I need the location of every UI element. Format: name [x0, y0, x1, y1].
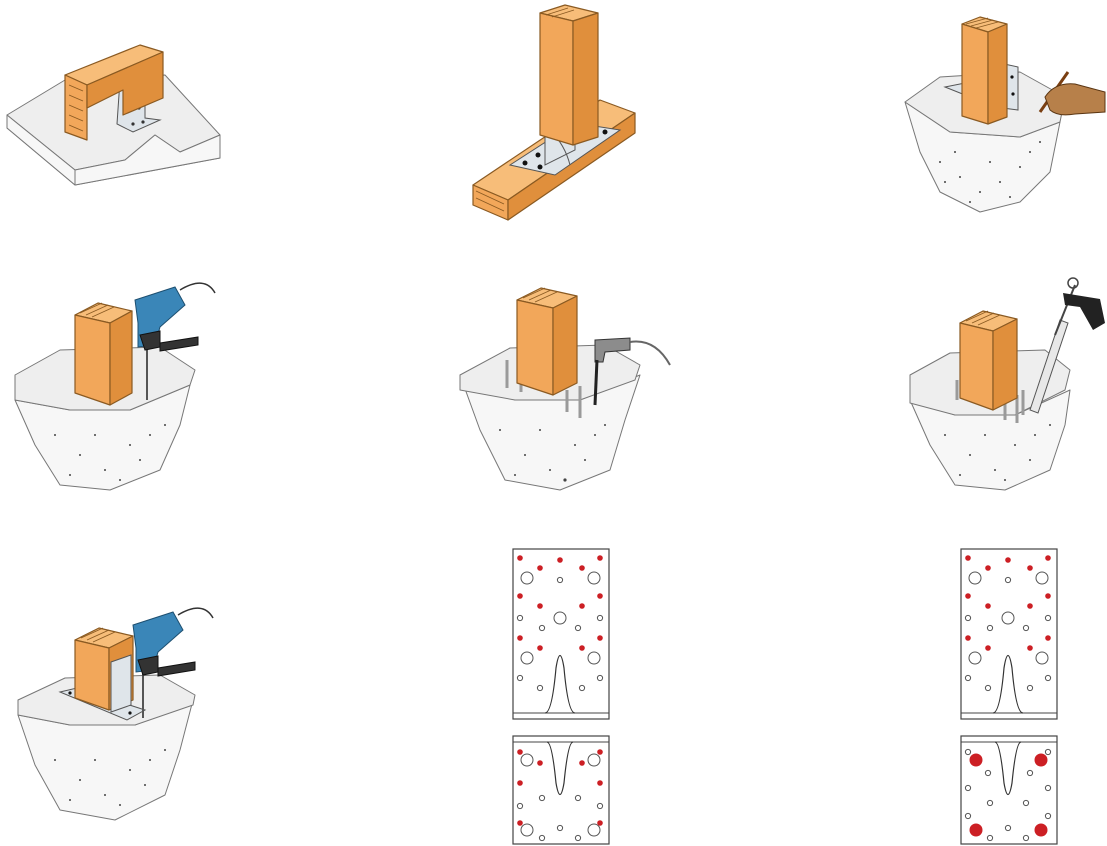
panel-fastening-bracket — [15, 600, 230, 825]
panel-injecting-resin — [905, 275, 1107, 495]
drill-fastening-bracket-icon — [17, 607, 214, 821]
resin-injection-gun-icon — [909, 277, 1105, 491]
panel-drilling-concrete — [10, 275, 230, 495]
panel-bracket-timber-joint — [470, 4, 650, 225]
panel-bracket-on-slab — [5, 40, 230, 190]
air-blower-cleaning-icon — [459, 287, 671, 491]
panel-nail-pattern-anchor — [960, 548, 1060, 846]
nail-pattern-partial-icon — [512, 548, 610, 845]
angle-bracket-timber-to-timber-icon — [472, 4, 636, 221]
nail-pattern-anchor-icon — [960, 548, 1058, 845]
panel-nail-pattern-partial — [512, 548, 612, 846]
panel-blowing-out-holes — [455, 280, 675, 495]
angle-bracket-on-concrete-slab-icon — [6, 44, 221, 186]
hand-marking-holes-icon — [904, 16, 1106, 213]
drill-concrete-icon — [14, 282, 216, 491]
panel-marking-holes — [900, 12, 1107, 217]
